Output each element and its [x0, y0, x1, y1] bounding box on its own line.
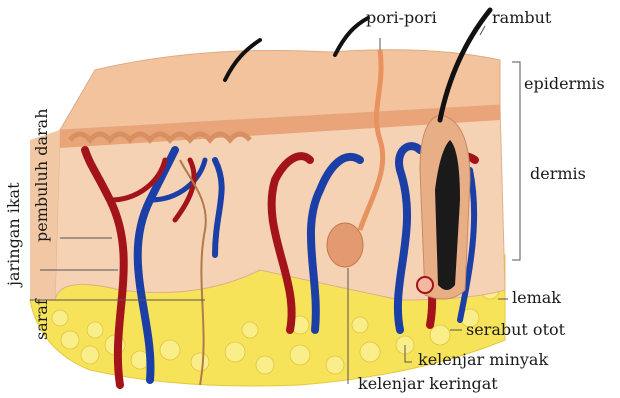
label-jaringan-ikat: jaringan ikat	[6, 182, 22, 286]
sweat-gland	[327, 223, 363, 267]
label-pori-pori: pori-pori	[366, 10, 437, 26]
label-rambut: rambut	[492, 10, 551, 26]
label-dermis: dermis	[530, 166, 586, 182]
label-lemak: lemak	[512, 290, 561, 306]
label-saraf: saraf	[34, 299, 50, 340]
label-epidermis: epidermis	[524, 76, 605, 92]
hair-bulb	[417, 277, 433, 293]
label-serabut-otot: serabut otot	[466, 322, 565, 338]
label-kelenjar-keringat: kelenjar keringat	[358, 376, 498, 392]
label-kelenjar-minyak: kelenjar minyak	[418, 352, 548, 368]
label-pembuluh-darah: pembuluh darah	[34, 108, 50, 242]
hair-strand-2	[335, 18, 368, 55]
